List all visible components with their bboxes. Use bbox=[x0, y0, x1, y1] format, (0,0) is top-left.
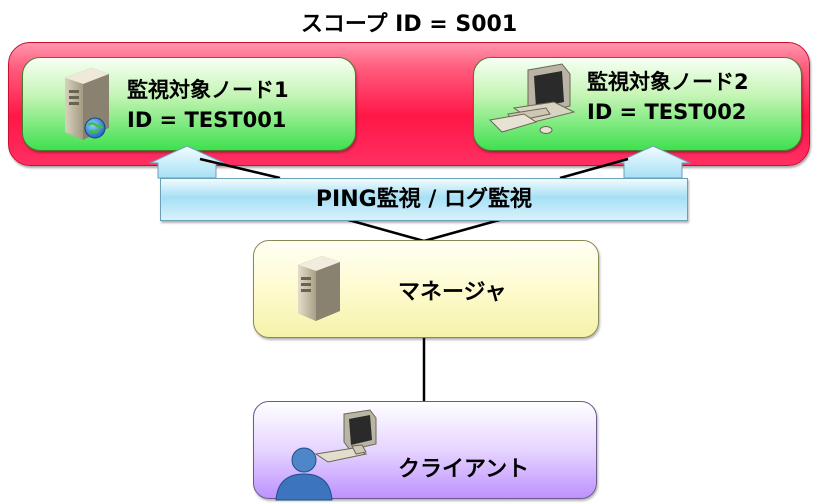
scope-title: スコープ ID = S001 bbox=[300, 12, 518, 37]
server-globe-icon bbox=[65, 68, 109, 140]
arrow-to-node-1 bbox=[149, 145, 225, 179]
node-2-id: ID = TEST002 bbox=[587, 100, 747, 124]
node-1-name: 監視対象ノード1 bbox=[127, 78, 289, 102]
client-box: クライアント bbox=[253, 401, 597, 501]
arrow-to-node-2 bbox=[615, 145, 691, 179]
desktop-computer-icon bbox=[488, 63, 576, 134]
server-icon bbox=[298, 256, 340, 321]
monitored-node-2: 監視対象ノード2 ID = TEST002 bbox=[473, 57, 802, 151]
client-label: クライアント bbox=[398, 457, 530, 482]
node-2-name: 監視対象ノード2 bbox=[587, 70, 749, 94]
node-1-id: ID = TEST001 bbox=[127, 108, 287, 132]
manager-label: マネージャ bbox=[398, 280, 507, 305]
monitor-branch-lines bbox=[199, 157, 629, 401]
user-computer-icon bbox=[275, 409, 377, 501]
manager-box: マネージャ bbox=[253, 240, 599, 338]
monitoring-bar: PING監視 / ログ監視 bbox=[160, 178, 688, 221]
